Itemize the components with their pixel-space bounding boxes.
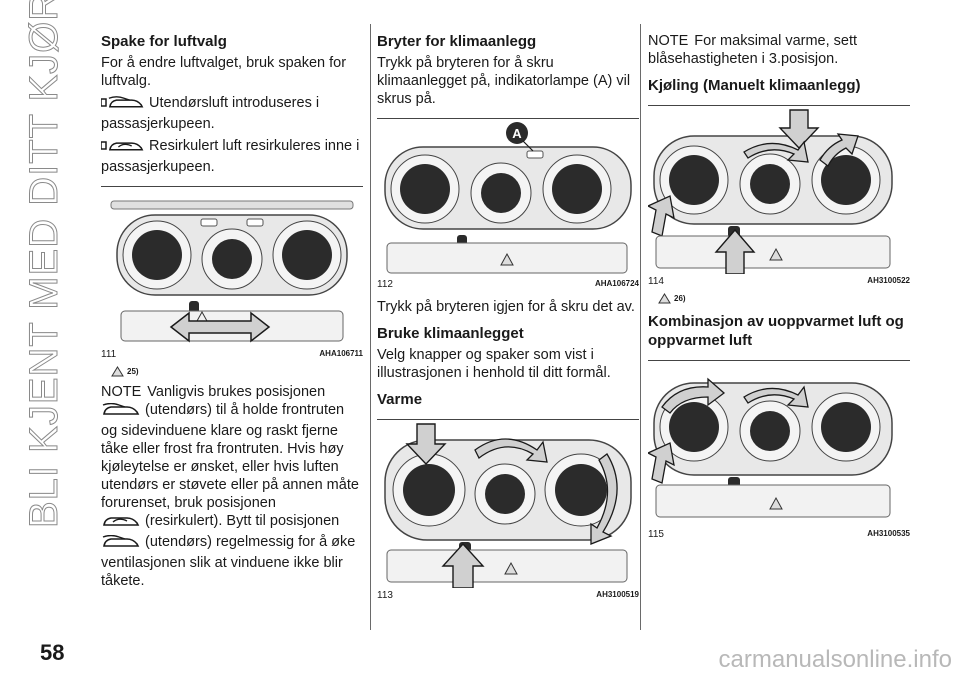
arrow-icon (819, 133, 859, 167)
page-number: 58 (40, 640, 65, 665)
climate-panel-illustration (110, 200, 354, 343)
column-divider (370, 24, 371, 630)
section-title: BLI KJENT MED DITT KJØRETØY (22, 0, 67, 529)
figure-113: 113 AH3100519 (377, 419, 639, 601)
arrow-icon (661, 377, 726, 414)
arrow-icon (743, 385, 809, 408)
paragraph-use-ac: Velg knapper og spaker som vist i illust… (377, 347, 611, 381)
recirculated-air-icon (100, 139, 145, 158)
figure-111: 111 AHA106711 (101, 186, 363, 360)
arrow-icon (441, 542, 485, 588)
label-a: A (512, 126, 522, 141)
warning-ref: 25) (111, 366, 363, 377)
figure-caption: 115 AH3100535 (648, 529, 910, 540)
paragraph-outside-air: Utendørsluft introduseres i passasjerkup… (100, 95, 320, 132)
column-1: Spake for luftvalg For å endre luftvalge… (100, 24, 363, 594)
outside-air-icon (100, 96, 145, 115)
climate-panel-illustration (648, 377, 893, 518)
arrow-icon (169, 311, 271, 343)
climate-panel-illustration (384, 423, 632, 588)
column-divider (640, 24, 641, 630)
arrow-icon (474, 438, 548, 463)
arrow-icon (714, 228, 756, 274)
warning-triangle-icon (111, 366, 124, 377)
column-2: Bryter for klimaanlegg Trykk på bryteren… (377, 24, 639, 605)
figure-115: 115 AH3100535 (648, 360, 910, 540)
arrow-icon (405, 423, 447, 466)
heading-cooling: Kjøling (Manuelt klimaanlegg) (648, 77, 861, 94)
heading-ac-switch: Bryter for klimaanlegg (377, 33, 537, 50)
heading-combination: Kombinasjon av uoppvarmet luft og oppvar… (648, 313, 904, 349)
paragraph-ac-switch: Trykk på bryteren for å skru klimaanlegg… (377, 55, 631, 107)
heading-use-ac: Bruke klimaanlegget (377, 325, 524, 342)
paragraph-air-selection: For å endre luftvalget, bruk spaken for … (101, 55, 347, 89)
climate-panel-illustration: A (384, 122, 632, 274)
figure-caption: 112 AHA106724 (377, 279, 639, 290)
heading-heat: Varme (377, 391, 423, 408)
figure-caption: 114 AH3100522 (648, 276, 910, 287)
figure-112: A 112 AHA106724 (377, 118, 639, 290)
warning-ref: 26) (658, 293, 910, 304)
watermark: carmanualsonline.info (718, 646, 952, 673)
arrow-icon (648, 442, 675, 484)
recirculated-air-icon (101, 514, 141, 533)
climate-panel-illustration (648, 109, 893, 274)
paragraph-switch-off: Trykk på bryteren igjen for å skru det a… (377, 299, 635, 315)
warning-triangle-icon (658, 293, 671, 304)
arrow-icon (648, 195, 675, 237)
paragraph-recirculated-air: Resirkulert luft resirkuleres inne i pas… (100, 138, 360, 175)
arrow-icon (778, 109, 820, 150)
heading-air-selection: Spake for luftvalg (101, 33, 227, 50)
arrow-icon (743, 140, 809, 163)
figure-114: 114 AH3100522 (648, 105, 910, 287)
outside-air-icon (101, 403, 141, 422)
figure-caption: 113 AH3100519 (377, 590, 639, 601)
outside-air-icon (101, 535, 141, 554)
figure-caption: 111 AHA106711 (101, 349, 363, 360)
arrow-icon (590, 453, 618, 545)
